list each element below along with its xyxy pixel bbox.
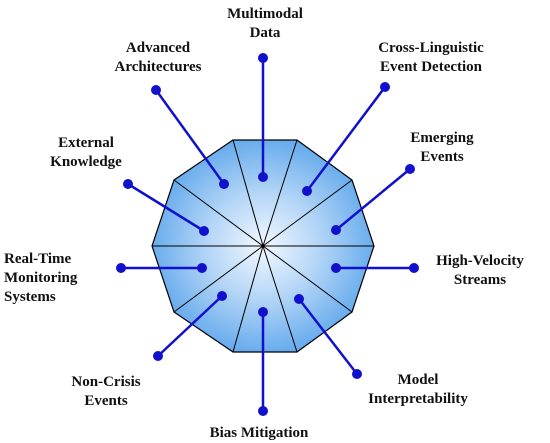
topic-label-line: Systems bbox=[4, 289, 56, 305]
topic-label-line: Streams bbox=[454, 272, 506, 288]
segment-divider bbox=[173, 179, 264, 247]
inner-dot bbox=[219, 179, 229, 189]
spoke-connector bbox=[294, 294, 362, 379]
topic-label-line: Monitoring bbox=[4, 270, 78, 286]
outer-dot bbox=[380, 82, 390, 92]
spoke-line bbox=[335, 168, 411, 231]
outer-dot bbox=[409, 263, 419, 273]
topic-label-line: Data bbox=[250, 25, 281, 41]
inner-dot bbox=[197, 263, 207, 273]
spoke-line bbox=[154, 89, 226, 185]
topic-label-line: Non-Crisis bbox=[71, 374, 140, 390]
segment-divider bbox=[232, 245, 264, 353]
topic-label-line: High-Velocity bbox=[436, 253, 524, 269]
segment-divider bbox=[262, 245, 298, 353]
topic-label-line: Event Detection bbox=[380, 59, 483, 75]
segment-divider bbox=[262, 179, 353, 247]
spoke-line bbox=[298, 298, 358, 375]
topic-label-line: Events bbox=[84, 393, 128, 409]
topic-label-line: Architectures bbox=[115, 59, 202, 75]
outer-dot bbox=[405, 164, 415, 174]
outer-dot bbox=[258, 53, 268, 63]
inner-dot bbox=[199, 226, 209, 236]
topic-label-line: Real-Time bbox=[4, 251, 72, 267]
inner-dot bbox=[258, 307, 268, 317]
spoke-line bbox=[157, 295, 223, 357]
spoke-connector bbox=[331, 164, 415, 235]
segment-divider bbox=[232, 139, 264, 247]
spoke-line bbox=[127, 182, 205, 233]
spoke-line bbox=[306, 86, 386, 192]
topic-label-line: Multimodal bbox=[227, 6, 303, 22]
topic-label-line: Cross-Linguistic bbox=[378, 40, 484, 56]
topic-label-line: Interpretability bbox=[368, 391, 468, 407]
segment-divider bbox=[262, 245, 353, 313]
spoke-connector bbox=[123, 179, 209, 236]
spoke-connector bbox=[153, 291, 227, 361]
inner-dot bbox=[258, 172, 268, 182]
outer-dot bbox=[116, 263, 126, 273]
topic-label-line: Advanced bbox=[126, 40, 191, 56]
topic-label-line: Events bbox=[420, 149, 464, 165]
inner-dot bbox=[331, 225, 341, 235]
outer-dot bbox=[352, 369, 362, 379]
outer-dot bbox=[123, 179, 133, 189]
segment-divider bbox=[173, 245, 264, 313]
inner-dot bbox=[294, 294, 304, 304]
spoke-connector bbox=[151, 85, 229, 189]
topic-label-line: External bbox=[58, 135, 114, 151]
spoke-connector bbox=[258, 53, 268, 182]
spoke-connector bbox=[258, 307, 268, 416]
topic-label-line: Bias Mitigation bbox=[210, 425, 309, 441]
outer-dot bbox=[258, 406, 268, 416]
outer-dot bbox=[153, 351, 163, 361]
topic-label: Bias Mitigation bbox=[210, 425, 309, 441]
topic-label-line: Emerging bbox=[410, 130, 474, 146]
spoke-connector bbox=[116, 263, 207, 273]
outer-dot bbox=[151, 85, 161, 95]
topic-label-line: Model bbox=[398, 372, 439, 388]
spoke-connector bbox=[331, 263, 419, 273]
inner-dot bbox=[302, 186, 312, 196]
segment-divider bbox=[262, 139, 298, 247]
spoke-connector bbox=[302, 82, 390, 196]
inner-dot bbox=[217, 291, 227, 301]
topic-label-line: Knowledge bbox=[50, 154, 122, 170]
inner-dot bbox=[331, 263, 341, 273]
